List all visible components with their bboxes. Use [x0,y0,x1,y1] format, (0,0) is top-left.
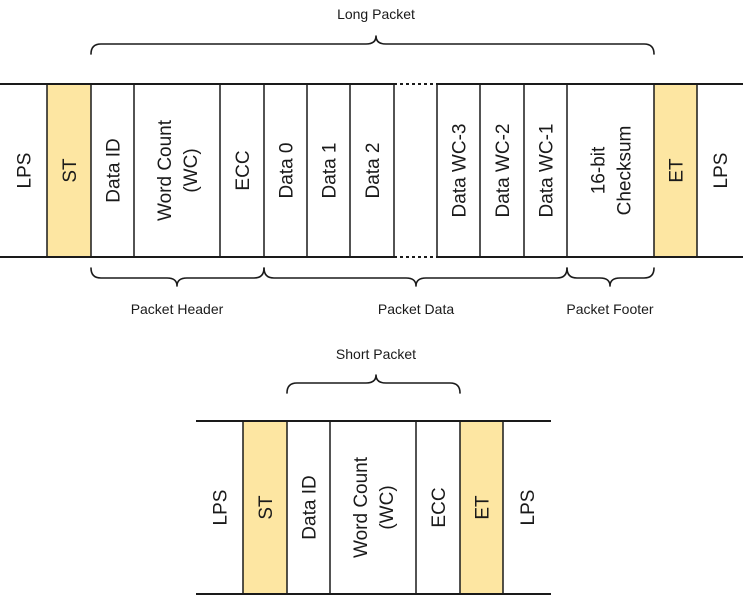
field-data-0: Data 0 [277,143,298,199]
field-label: Data 1 [320,143,341,199]
field-label: ST [256,495,277,520]
field-st: ST [60,158,81,183]
short-packet-title: Short Packet [336,346,416,362]
field-label: Data WC-2 [493,124,514,218]
field-data-2: Data 2 [363,143,384,199]
field-label: Word Count [155,119,176,221]
packet-header-brace [90,267,265,287]
long-packet-title: Long Packet [337,6,415,22]
field-highlight [47,84,91,257]
packet-data-brace [263,267,568,287]
packet-footer-label: Packet Footer [566,301,653,317]
field-lps: LPS [518,490,539,526]
field-label: Data ID [300,475,321,539]
field-label: LPS [518,490,539,526]
field-word-count-wc: Word Count(WC) [351,456,398,558]
field-lps: LPS [711,153,732,189]
field-label: Checksum [615,126,636,216]
field-label: Word Count [351,456,372,558]
packet-header-label: Packet Header [131,301,224,317]
field-label: (WC) [377,485,398,529]
field-data-wc-3: Data WC-3 [450,124,471,218]
field-ecc: ECC [429,487,450,527]
field-label: Data 0 [277,143,298,199]
field-highlight [243,421,287,594]
field-label: LPS [211,490,232,526]
field-et: ET [473,495,494,520]
field-label: Data 2 [363,143,384,199]
field-lps: LPS [211,490,232,526]
field-data-wc-2: Data WC-2 [493,124,514,218]
long-packet-fields: LPS ST Data ID Word Count(WC) ECC Data 0 Data … [15,84,732,257]
long-packet: Long Packet LPS ST Data ID Word Count(WC) EC… [0,6,743,317]
field-label: LPS [15,153,36,189]
field-label: 16-bit [589,146,610,194]
field-data-1: Data 1 [320,143,341,199]
field-et: ET [667,158,688,183]
long-packet-brace [90,35,655,55]
field-data-id: Data ID [300,475,321,539]
field-highlight [654,84,697,257]
field-data-wc-1: Data WC-1 [537,124,558,218]
short-packet: Short Packet LPS ST Data ID Word Count(WC) E… [196,346,551,595]
field-label: Data ID [104,138,125,202]
packet-data-label: Packet Data [378,301,454,317]
field-label: ET [667,158,688,183]
field-data-id: Data ID [104,138,125,202]
field-label: LPS [711,153,732,189]
field-ecc: ECC [233,150,254,190]
field-label: Data WC-3 [450,124,471,218]
field-lps: LPS [15,153,36,189]
short-packet-brace [286,374,461,394]
field-highlight [460,421,503,594]
field-st: ST [256,495,277,520]
packet-footer-brace [566,267,655,287]
field-word-count-wc: Word Count(WC) [155,119,202,221]
field-label: ET [473,495,494,520]
field-label: Data WC-1 [537,124,558,218]
field-label: (WC) [181,148,202,192]
field-label: ECC [233,150,254,190]
field-label: ST [60,158,81,183]
short-packet-fields: LPS ST Data ID Word Count(WC) ECC ET LPS [211,421,539,594]
field-label: ECC [429,487,450,527]
